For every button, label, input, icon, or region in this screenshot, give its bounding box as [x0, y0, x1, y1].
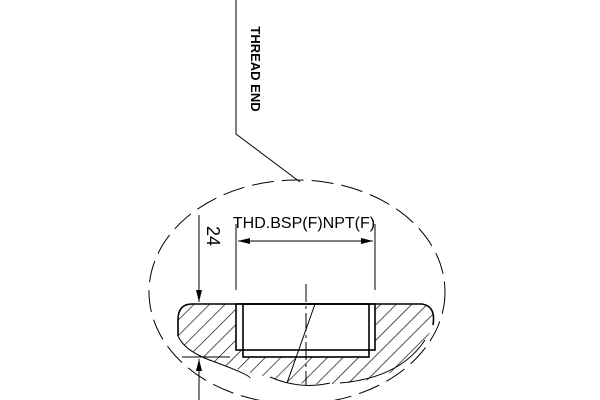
part-outline — [177, 303, 435, 336]
leader-line — [235, 0, 301, 183]
thread-label: THD.BSP(F)NPT(F) — [233, 215, 375, 232]
thread-line — [286, 303, 316, 384]
detail-ellipse — [148, 179, 446, 400]
break-line-right — [339, 339, 426, 384]
thread-end-label: THREAD END — [248, 26, 263, 111]
depth-dimension-label: 24 — [203, 226, 223, 246]
break-line-bottom — [269, 376, 331, 386]
hatched-section — [178, 304, 434, 385]
break-line-left — [177, 335, 251, 379]
